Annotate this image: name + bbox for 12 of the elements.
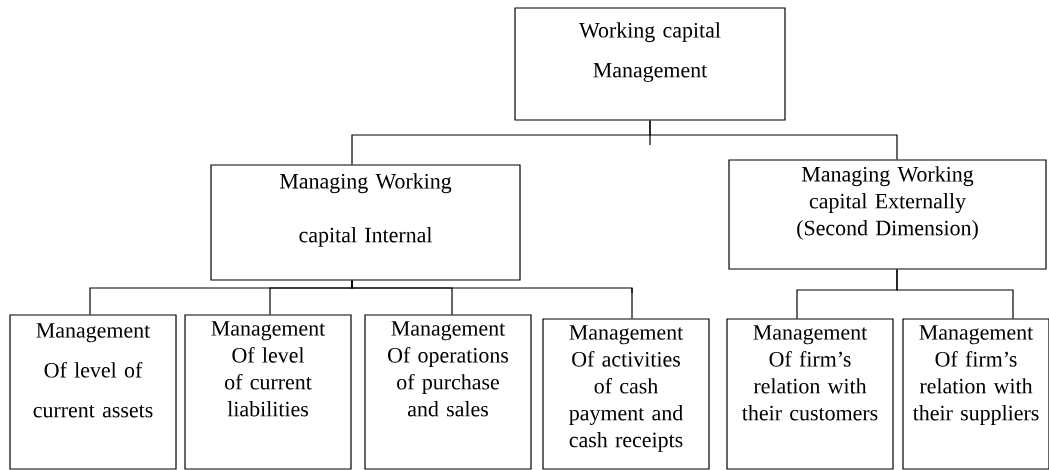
text-box: Managing Working capital Internal [210, 164, 521, 281]
connector-line [896, 269, 1014, 319]
text-box: Managing Working capital Externally (Second Dimension) [728, 159, 1047, 270]
connector-line [351, 280, 633, 319]
text-box: Management Of firm’s relation with their customers [726, 318, 894, 470]
text-box: Management Of level of current assets [9, 314, 177, 470]
text-box: Management Of firm’s relation with their suppliers [902, 318, 1049, 470]
text-box: Management Of operations of purchase and sales [364, 314, 532, 470]
text-box: Working capital Management [514, 7, 786, 121]
text-box: Management Of level of current liabilities [184, 314, 352, 470]
text-box: Management Of activities of cash payment and cash receipts [542, 318, 710, 470]
connector-line [649, 120, 898, 160]
